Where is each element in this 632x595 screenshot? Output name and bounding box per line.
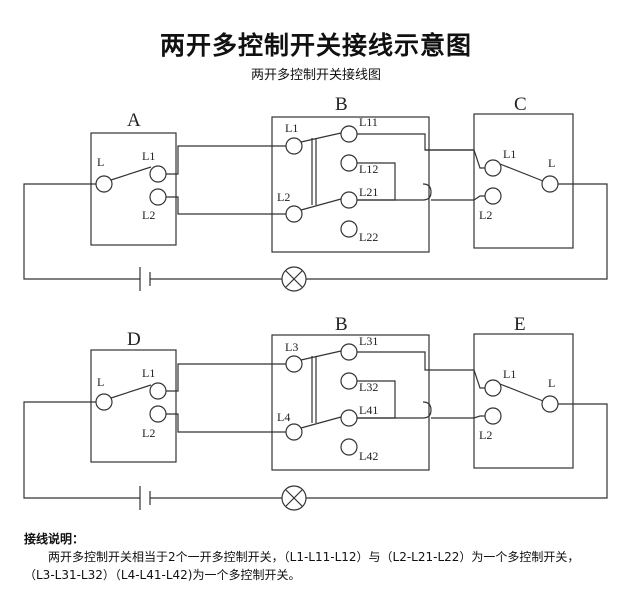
wire-a-l1-to-b <box>166 145 286 175</box>
label-e-l2: L2 <box>479 428 492 442</box>
label-switch-d: D <box>127 329 141 350</box>
label-b-o22: L22 <box>359 230 378 244</box>
terminal-b2-in1 <box>285 355 303 373</box>
label-b-o21: L21 <box>359 185 378 199</box>
diagram-subtitle: 两开多控制开关接线图 <box>250 68 381 83</box>
terminal-b-in2 <box>285 205 303 223</box>
switch-b-lever-2 <box>300 198 342 211</box>
terminal-b-o22 <box>340 220 358 238</box>
label-e-l: L <box>548 376 555 390</box>
terminal-b2-o12 <box>340 372 358 390</box>
label-d-l2: L2 <box>142 426 155 440</box>
terminal-c-l2 <box>484 187 502 205</box>
label-c-l1: L1 <box>503 147 516 161</box>
label-b2-o11: L31 <box>359 334 378 348</box>
terminal-b2-o21 <box>340 409 358 427</box>
terminal-c-l <box>541 175 559 193</box>
terminal-b-in1 <box>285 137 303 155</box>
label-b-in2: L2 <box>277 190 290 204</box>
wire-d-l-loop <box>23 401 140 499</box>
terminal-e-l1 <box>484 379 502 397</box>
switch-b2-box <box>271 334 430 471</box>
label-b-in1: L1 <box>285 121 298 135</box>
label-b2-o12: L32 <box>359 380 378 394</box>
label-d-l: L <box>97 375 104 389</box>
switch-d-box <box>90 349 177 463</box>
wire-e-l-loop <box>306 403 608 499</box>
terminal-b-o12 <box>340 154 358 172</box>
label-switch-c: C <box>514 94 527 115</box>
notes-heading: 接线说明： <box>24 532 85 546</box>
wire-a-l2-to-b <box>166 196 286 215</box>
wiring-notes: 接线说明： 两开多控制开关相当于2个一开多控制开关，（L1-L11-L12）与（… <box>24 530 624 584</box>
switch-d-lever <box>110 384 152 399</box>
switch-c-lever <box>499 163 544 182</box>
notes-line-1: 两开多控制开关相当于2个一开多控制开关，（L1-L11-L12）与（L2-L21… <box>48 550 580 564</box>
terminal-b-o11 <box>340 125 358 143</box>
terminal-a-l2 <box>149 188 167 206</box>
label-switch-e: E <box>514 314 526 335</box>
label-b2-o21: L41 <box>359 403 378 417</box>
wire-b2-o21-to-e <box>357 401 485 419</box>
wire-d-l1-to-b <box>166 363 286 392</box>
terminal-a-l1 <box>149 165 167 183</box>
wire-b2-o11-to-e <box>357 351 485 389</box>
label-a-l2: L2 <box>142 208 155 222</box>
terminal-d-l2 <box>149 405 167 423</box>
label-switch-b: B <box>335 94 348 115</box>
terminal-c-l1 <box>484 159 502 177</box>
label-b2-in2: L4 <box>277 410 290 424</box>
wire-d-l2-to-b <box>166 413 286 433</box>
switch-b-box <box>271 116 430 253</box>
label-b-o12: L12 <box>359 162 378 176</box>
switch-c-box <box>473 113 574 249</box>
label-b2-in1: L3 <box>285 340 298 354</box>
terminal-b2-o22 <box>340 438 358 456</box>
switch-b-lever-1 <box>300 132 342 143</box>
label-c-l2: L2 <box>479 208 492 222</box>
terminal-d-l1 <box>149 382 167 400</box>
label-switch-a: A <box>127 110 141 131</box>
switch-b2-lever-1 <box>300 350 342 361</box>
terminal-b2-o11 <box>340 343 358 361</box>
label-a-l: L <box>97 155 104 169</box>
top-circuit <box>23 113 608 292</box>
wire-a-l-loop <box>23 183 140 280</box>
terminal-e-l2 <box>484 407 502 425</box>
label-b-o11: L11 <box>359 115 378 129</box>
wire-b-o21-to-c <box>357 183 485 201</box>
switch-b2-lever-2 <box>300 416 342 429</box>
switch-e-lever <box>499 383 544 402</box>
label-a-l1: L1 <box>142 149 155 163</box>
notes-line-2: （L3-L31-L32）（L4-L41-L42)为一个多控制开关。 <box>24 568 301 582</box>
terminal-b2-in2 <box>285 423 303 441</box>
label-switch-b2: B <box>335 314 348 335</box>
switch-e-box <box>473 333 574 469</box>
terminal-d-l <box>95 393 113 411</box>
terminal-b-o21 <box>340 191 358 209</box>
wire-c-l-loop <box>306 183 608 280</box>
label-d-l1: L1 <box>142 366 155 380</box>
label-c-l: L <box>548 156 555 170</box>
terminal-a-l <box>95 175 113 193</box>
label-b2-o22: L42 <box>359 449 378 463</box>
terminal-e-l <box>541 395 559 413</box>
switch-a-lever <box>110 166 152 181</box>
switch-a-box <box>90 132 177 246</box>
diagram-title: 两开多控制开关接线示意图 <box>159 31 472 60</box>
label-e-l1: L1 <box>503 367 516 381</box>
bottom-circuit <box>23 333 608 511</box>
